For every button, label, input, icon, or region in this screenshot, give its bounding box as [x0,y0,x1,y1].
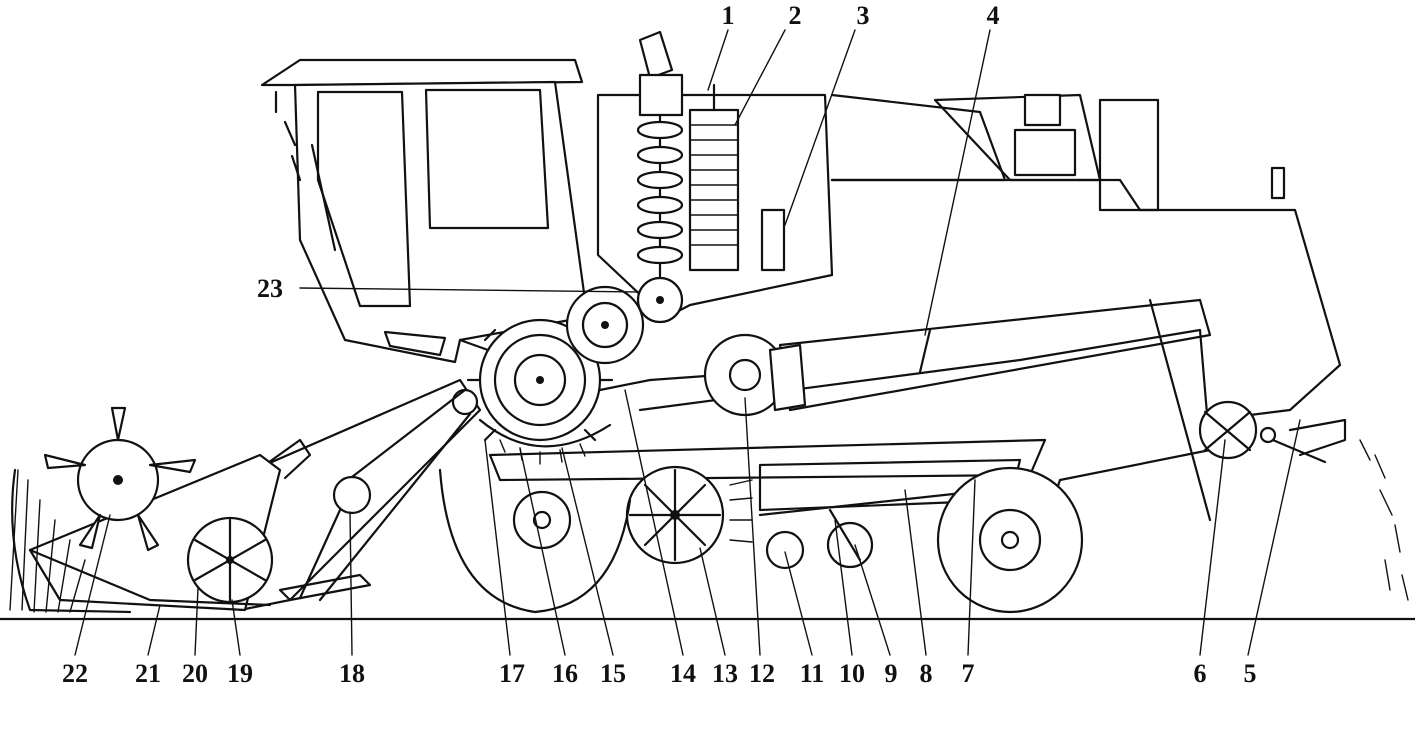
rear-steering-wheel [936,466,1084,614]
header-auger [186,516,274,604]
callout-14: 14 [670,659,696,688]
callout-19: 19 [227,659,253,688]
callout-9: 9 [885,659,898,688]
straw-beater-second [703,333,807,417]
straw-spray [1359,439,1409,601]
callout-20: 20 [182,659,208,688]
engine-compartment [830,93,1342,422]
crop-stalks [9,469,86,613]
callout-7: 7 [962,659,975,688]
reel [43,406,197,552]
callout-6: 6 [1194,659,1207,688]
feeder-house [238,378,482,612]
front-drive-wheel [438,468,632,614]
callout-22: 22 [62,659,88,688]
callout-2: 2 [789,1,802,30]
grain-tank-auger-loading [688,83,740,272]
callout-leaders [74,29,1301,656]
callout-15: 15 [600,659,626,688]
callout-1: 1 [722,1,735,30]
callout-21: 21 [135,659,161,688]
callout-4: 4 [987,1,1000,30]
straw-chopper [1198,400,1347,464]
callout-3: 3 [857,1,870,30]
grain-tank-auger-vertical [636,113,684,292]
callout-16: 16 [552,659,578,688]
callout-13: 13 [712,659,738,688]
callout-10: 10 [839,659,865,688]
callout-23: 23 [257,274,283,303]
callout-18: 18 [339,659,365,688]
callout-12: 12 [749,659,775,688]
callout-8: 8 [920,659,933,688]
grain-tank [596,30,834,324]
operator-cab [260,58,587,364]
callout-11: 11 [800,659,825,688]
callout-5: 5 [1244,659,1257,688]
beater [565,285,645,365]
callout-17: 17 [499,659,525,688]
callout-labels: 1 2 3 4 5 6 7 8 9 10 11 12 13 14 15 16 1… [62,1,1257,688]
cleaning-fan [625,465,753,565]
